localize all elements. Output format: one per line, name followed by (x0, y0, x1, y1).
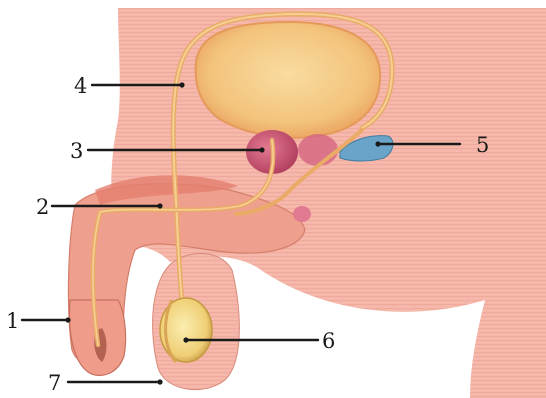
label-1: 1 (6, 309, 19, 333)
label-6: 6 (322, 329, 335, 353)
label-5: 5 (476, 133, 489, 157)
label-3: 3 (70, 139, 83, 163)
bladder (196, 22, 380, 138)
seminal-region (298, 134, 338, 166)
label-2: 2 (36, 195, 49, 219)
bulbourethral-gland (293, 206, 311, 222)
label-7: 7 (48, 371, 61, 395)
label-4: 4 (74, 74, 87, 98)
